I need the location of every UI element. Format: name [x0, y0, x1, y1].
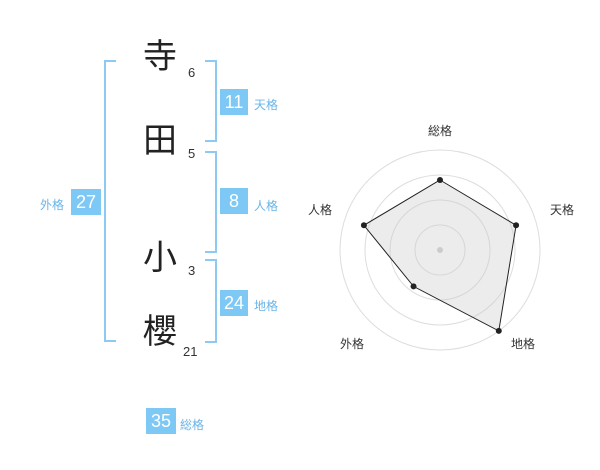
- jinkaku-bracket: [205, 151, 217, 253]
- radar-axis-label-chikaku: 地格: [511, 337, 536, 351]
- radar-point: [495, 327, 502, 334]
- name-char-4: 櫻: [143, 312, 177, 352]
- stroke-count-4: 21: [183, 344, 198, 359]
- radar-axis-label-tenkaku: 天格: [550, 203, 575, 217]
- tenkaku-value: 11: [220, 89, 248, 115]
- radar-series-polygon: [363, 179, 517, 332]
- radar-center-dot: [437, 247, 443, 253]
- name-char-3: 小: [143, 238, 177, 278]
- name-char-2: 田: [143, 121, 177, 161]
- radar-point: [410, 283, 417, 290]
- tenkaku-bracket: [205, 60, 217, 142]
- soukaku-label: 総格: [180, 418, 205, 432]
- radar-axis-label-soukaku: 総格: [428, 124, 453, 138]
- radar-grid-ring: [414, 224, 466, 276]
- radar-axis-label-gaikaku: 外格: [340, 337, 365, 351]
- jinkaku-value: 8: [220, 188, 248, 214]
- radar-grid-ring: [339, 149, 541, 351]
- gaikaku-value: 27: [71, 189, 101, 215]
- stroke-count-3: 3: [188, 263, 196, 278]
- gaikaku-bracket: [104, 60, 116, 342]
- radar-point: [513, 222, 520, 229]
- soukaku-value: 35: [146, 408, 176, 434]
- chikaku-bracket: [205, 259, 217, 343]
- radar-grid-ring: [364, 174, 516, 326]
- name-char-1: 寺: [143, 37, 177, 77]
- stroke-count-2: 5: [188, 146, 196, 161]
- stroke-count-1: 6: [188, 65, 196, 80]
- gaikaku-label: 外格: [40, 198, 65, 212]
- jinkaku-label: 人格: [254, 199, 279, 213]
- radar-point: [360, 222, 367, 229]
- tenkaku-label: 天格: [254, 98, 279, 112]
- chikaku-value: 24: [220, 290, 248, 316]
- radar-axis-label-jinkaku: 人格: [308, 203, 333, 217]
- radar-point: [437, 177, 443, 183]
- chikaku-label: 地格: [254, 299, 279, 313]
